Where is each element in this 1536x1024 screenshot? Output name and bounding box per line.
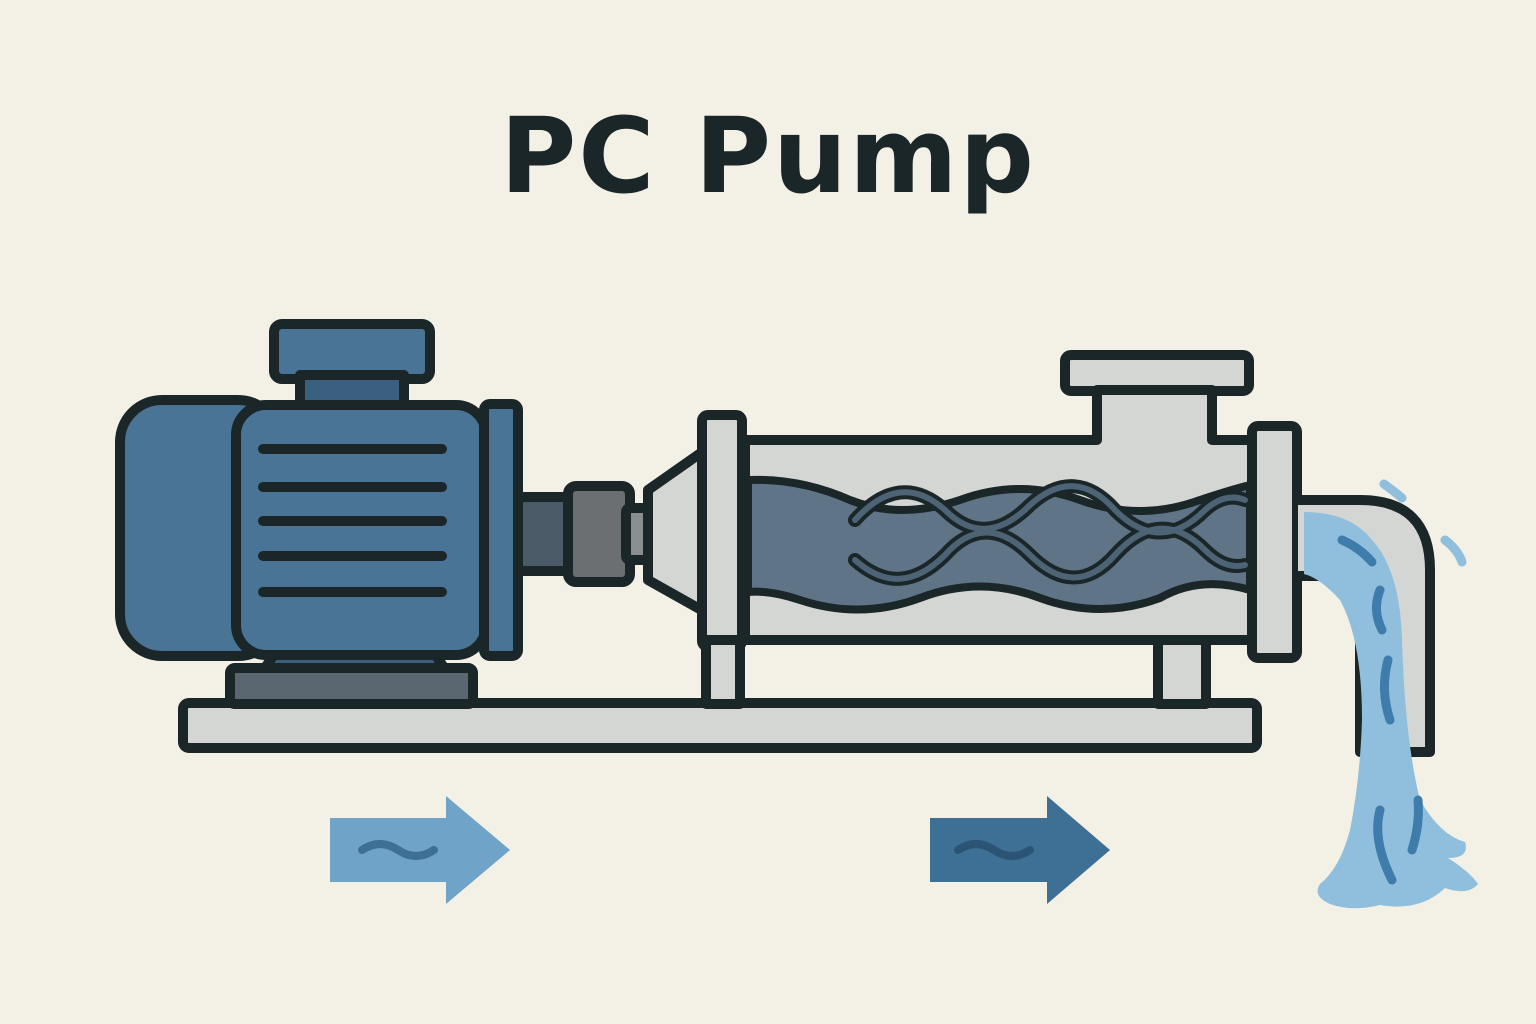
- suction-housing: [643, 445, 710, 617]
- electric-motor-icon: [231, 400, 491, 660]
- stator-right-flange: [1247, 421, 1302, 663]
- motor-foot: [225, 663, 478, 709]
- motor-cooling-fins: [258, 444, 447, 597]
- flow-arrow-right: [930, 796, 1110, 904]
- water-stream-icon: [1304, 479, 1478, 909]
- left-support-leg: [701, 635, 745, 709]
- diagram-title: PC Pump: [500, 95, 1036, 217]
- flow-arrow-icon: [330, 796, 510, 904]
- base-plate: [178, 698, 1262, 753]
- right-support-leg: [1153, 635, 1211, 709]
- flow-arrow-icon: [930, 796, 1110, 904]
- stator-left-flange: [697, 410, 747, 652]
- motor-flange: [479, 399, 523, 661]
- flow-arrow-left: [330, 796, 510, 904]
- coupling-icon: [563, 481, 635, 587]
